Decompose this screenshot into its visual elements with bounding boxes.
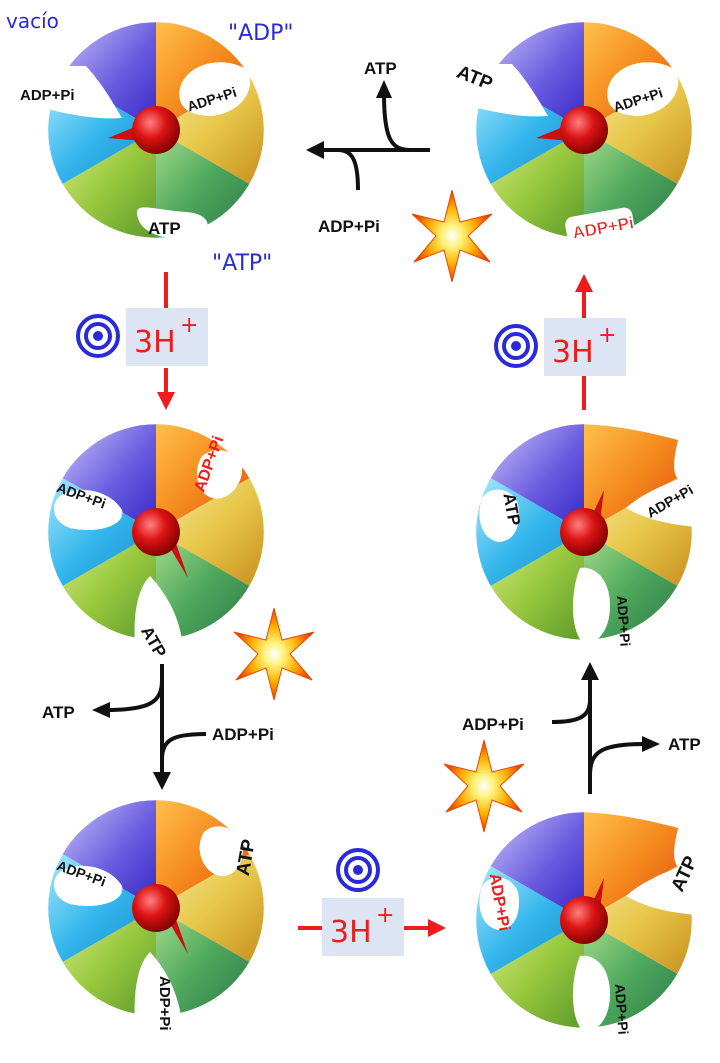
- subunit-yellow: [156, 854, 264, 962]
- binding-site-adp: [54, 865, 123, 906]
- binding-site-adp: [607, 62, 679, 116]
- binding-site-atp: [479, 489, 520, 542]
- binding-site-tight: [197, 450, 243, 499]
- subunit-blue: [62, 800, 156, 908]
- proton-charge: +: [598, 323, 616, 348]
- state-label-empty: vacío: [6, 9, 59, 33]
- label-adp-pi: ADP+Pi: [612, 983, 632, 1035]
- product-atp: ATP: [42, 703, 75, 722]
- binding-site-tight: [565, 207, 635, 247]
- rotor-gamma: [560, 896, 608, 944]
- energy-star-icon: [411, 189, 493, 283]
- subunit-dark-green: [156, 130, 250, 238]
- substrate-adp-pi: ADP+Pi: [318, 217, 380, 236]
- open-site: [626, 470, 708, 528]
- enzyme-state-5: [476, 424, 708, 644]
- subunit-blue: [490, 424, 584, 532]
- binding-site-adp: [179, 62, 251, 116]
- binding-site-atp: [199, 826, 243, 877]
- subunit-light-green: [62, 130, 156, 238]
- rotor-gamma: [132, 884, 180, 932]
- subunit-blue: [490, 812, 584, 920]
- rotor-gamma: [560, 508, 608, 556]
- state-label-atp: "ATP": [212, 251, 272, 276]
- rotor-gamma: [560, 106, 608, 154]
- proton-charge: +: [180, 313, 198, 338]
- product-atp: ATP: [364, 59, 397, 78]
- subunit-light-green: [490, 920, 584, 1028]
- open-site: [470, 64, 548, 117]
- binding-site-adp: [572, 955, 610, 1032]
- rotation-icon: [494, 324, 538, 368]
- enzyme-state-1: [44, 22, 264, 240]
- rotor-gamma: [132, 106, 180, 154]
- open-site: [44, 66, 122, 119]
- proton-charge: +: [376, 903, 394, 928]
- binding-site-adp: [572, 567, 610, 644]
- label-adp-pi: ADP+Pi: [20, 87, 75, 104]
- state-label-adp: "ADP": [228, 21, 294, 46]
- label-adp-pi: ADP+Pi: [156, 976, 173, 1031]
- binding-site-atp: [136, 207, 208, 240]
- enzyme-state-4: [476, 812, 708, 1032]
- proton-step-left: 3H +: [76, 272, 208, 410]
- rotor-gamma: [132, 508, 180, 556]
- label-atp: ATP: [148, 219, 181, 238]
- binding-site-adp: [54, 489, 123, 530]
- enzyme-state-6: [470, 22, 692, 238]
- product-atp: ATP: [668, 735, 701, 754]
- rotation-icon: [336, 848, 380, 892]
- reaction-arrow-right: [551, 662, 660, 794]
- open-site: [134, 952, 184, 1040]
- energy-star-icon: [443, 739, 525, 833]
- subunit-light-green: [490, 532, 584, 640]
- binding-site-tight: [479, 877, 520, 930]
- proton-label: 3H: [330, 915, 372, 950]
- subunit-blue: [490, 22, 584, 130]
- reaction-arrow-left: [92, 664, 207, 790]
- substrate-adp-pi: ADP+Pi: [462, 715, 524, 734]
- subunit-blue: [62, 22, 156, 130]
- enzyme-state-2: [48, 424, 264, 656]
- subunit-light-green: [490, 130, 584, 238]
- subunit-light-green: [62, 532, 156, 640]
- energy-star-icon: [233, 607, 315, 701]
- subunit-light-green: [62, 908, 156, 1016]
- label-adp-pi: ADP+Pi: [614, 595, 634, 647]
- subunit-blue: [62, 424, 156, 532]
- reaction-arrow-top: [306, 80, 430, 191]
- rotation-icon: [76, 314, 120, 358]
- substrate-adp-pi: ADP+Pi: [212, 725, 274, 744]
- proton-step-bottom: 3H +: [298, 848, 446, 956]
- proton-step-right: 3H +: [494, 274, 626, 410]
- subunit-orange: [584, 424, 678, 532]
- enzyme-state-3: [48, 800, 264, 1040]
- proton-label: 3H: [552, 335, 594, 370]
- subunit-orange: [584, 812, 678, 920]
- open-site: [134, 576, 184, 656]
- binding-site-atp: [626, 858, 708, 916]
- proton-label: 3H: [134, 325, 176, 360]
- subunit-yellow: [156, 478, 264, 586]
